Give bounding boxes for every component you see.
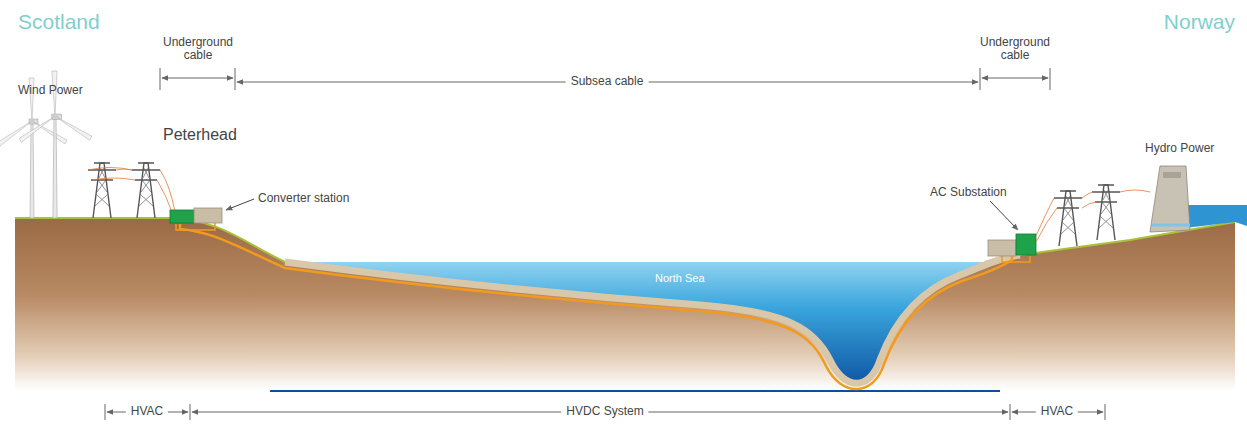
grass-edge (15, 218, 285, 262)
pylon (1092, 185, 1120, 240)
substation-building (988, 240, 1016, 256)
callout-label: Converter station (258, 192, 349, 205)
dimension-bar (160, 68, 1050, 90)
underground-cable (1002, 256, 1030, 262)
leader-line (990, 201, 1018, 230)
reservoir (1185, 205, 1247, 228)
power-line (88, 168, 175, 213)
subsea-cable (180, 224, 1012, 389)
leader-line (226, 199, 254, 210)
sea-name: North Sea (655, 272, 705, 284)
dimension-label: HVDC System (561, 405, 648, 418)
converter-building (194, 208, 222, 223)
hydro-dam (1150, 166, 1190, 232)
dimension-label: HVAC (1036, 405, 1078, 418)
dimension-label: Underground cable (162, 36, 234, 62)
place-name: Peterhead (163, 126, 237, 144)
dimension-label: Subsea cable (566, 75, 649, 88)
ground (15, 218, 1235, 390)
callout-label: AC Substation (930, 186, 1007, 199)
converter-station (170, 210, 194, 223)
region-name: Scotland (18, 10, 100, 33)
region-name: Norway (1164, 10, 1235, 33)
pylon (132, 163, 160, 218)
dimension-bar (105, 404, 1105, 420)
source-label: Wind Power (18, 84, 83, 97)
source-label: Hydro Power (1145, 142, 1214, 155)
grass-edge (985, 222, 1235, 262)
power-line (1036, 190, 1150, 242)
dam-detail (1163, 172, 1181, 178)
pylon (88, 163, 116, 218)
dam-outflow (1152, 224, 1190, 227)
dimension-label: Underground cable (979, 36, 1051, 62)
ac-substation (1016, 234, 1036, 255)
pylon (1054, 191, 1082, 246)
dimension-label: HVAC (126, 405, 168, 418)
